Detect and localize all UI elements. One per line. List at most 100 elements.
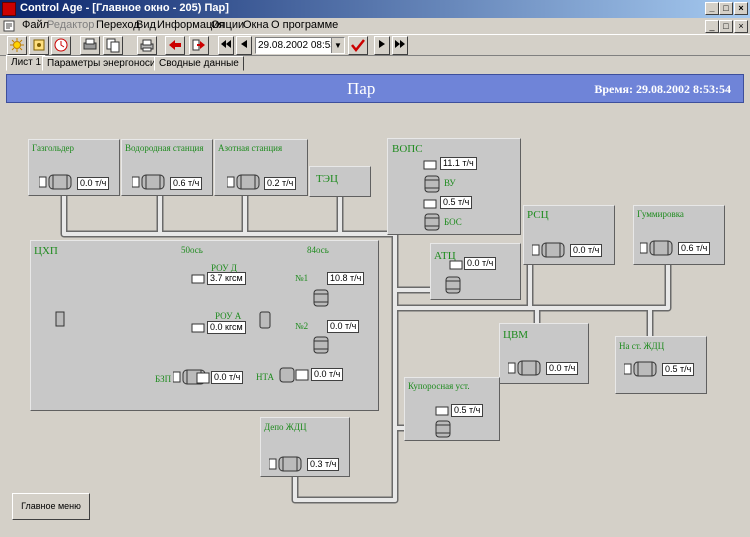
label-nta: НТА: [256, 372, 275, 382]
menu-about[interactable]: О программе: [271, 19, 339, 31]
menu-view[interactable]: Вид: [136, 19, 156, 31]
valve-icon: [507, 360, 544, 379]
panel-azot[interactable]: Азотная станция 0.2 т/ч: [214, 139, 308, 196]
panel-depo[interactable]: Депо ЖДЦ 0.3 т/ч: [260, 417, 350, 477]
label-atc: АТЦ: [434, 250, 456, 262]
arrow-left-icon[interactable]: [165, 36, 185, 55]
label-depo: Депо ЖДЦ: [264, 422, 307, 432]
value-azot: 0.2 т/ч: [264, 177, 297, 190]
value-zhdc: 0.5 т/ч: [662, 363, 695, 376]
close-button[interactable]: ×: [734, 2, 748, 15]
mdi-minimize-button[interactable]: _: [705, 20, 719, 33]
mdi-close-button[interactable]: ×: [734, 20, 748, 33]
valve-icon: [424, 211, 440, 236]
valve-icon: [531, 242, 568, 261]
value-rsc: 0.0 т/ч: [570, 244, 603, 257]
meter-icon: [196, 372, 210, 387]
panel-tec[interactable]: ТЭЦ: [309, 166, 371, 197]
minimize-button[interactable]: _: [705, 2, 719, 15]
printer-icon[interactable]: [137, 36, 157, 55]
prev-icon[interactable]: [236, 36, 252, 55]
main-menu-button[interactable]: Главное меню: [12, 493, 90, 520]
menu-windows[interactable]: Окна: [243, 19, 269, 31]
label-cvm: ЦВМ: [503, 329, 529, 341]
clock-icon[interactable]: [51, 36, 71, 55]
label-vodorod: Водородная станция: [125, 143, 204, 153]
sun-icon[interactable]: [7, 36, 27, 55]
meter-icon: [191, 323, 205, 336]
valve-icon: [38, 174, 75, 193]
gear-icon[interactable]: [29, 36, 49, 55]
panel-vodorod[interactable]: Водородная станция 0.6 т/ч: [121, 139, 213, 196]
label-rou-d: РОУ Д: [211, 263, 237, 273]
menu-options[interactable]: Опции: [211, 19, 245, 31]
label-kupor: Купоросная уст.: [408, 381, 470, 391]
menu-bar: Файл Редактор Переход Вид Информация Опц…: [0, 18, 750, 34]
check-icon[interactable]: [348, 36, 368, 55]
panel-gumm[interactable]: Гуммировка 0.6 т/ч: [633, 205, 725, 265]
dropdown-icon[interactable]: ▼: [331, 38, 344, 53]
label-tec: ТЭЦ: [316, 173, 338, 185]
value-nta: 0.0 т/ч: [311, 368, 344, 381]
panel-vops[interactable]: ВОПС 11.1 т/ч ВУ 0.5 т/ч БОС: [387, 138, 521, 235]
last-icon[interactable]: [392, 36, 408, 55]
value-n2: 0.0 т/ч: [327, 320, 360, 333]
label-azot: Азотная станция: [218, 143, 283, 153]
label-50os: 50ось: [181, 245, 203, 255]
value-vu: 11.1 т/ч: [440, 157, 477, 170]
meter-icon: [449, 260, 463, 273]
panel-chp[interactable]: ЦХП 50ось 84ось РОУ Д 3.7 кгсм №1 10.8 т…: [30, 240, 379, 411]
label-bos: БОС: [444, 217, 462, 227]
label-zhdc: На ст. ЖДЦ: [619, 341, 665, 351]
panel-atc[interactable]: АТЦ 0.0 т/ч: [430, 243, 521, 300]
value-rou-d: 3.7 кгсм: [207, 272, 246, 285]
value-bzp: 0.0 т/ч: [211, 371, 244, 384]
value-cvm: 0.0 т/ч: [546, 362, 579, 375]
app-icon: [2, 2, 16, 16]
datetime-field[interactable]: 29.08.2002 08:53 ▼: [255, 37, 345, 54]
value-gumm: 0.6 т/ч: [678, 242, 711, 255]
next-icon[interactable]: [374, 36, 390, 55]
valve-icon: [639, 240, 676, 259]
label-gumm: Гуммировка: [637, 209, 684, 219]
copy-icon[interactable]: [103, 36, 123, 55]
print-preview-icon[interactable]: [80, 36, 100, 55]
value-n1: 10.8 т/ч: [327, 272, 365, 285]
valve-icon: [424, 173, 440, 198]
valve-icon: [313, 334, 329, 359]
label-vops: ВОПС: [392, 143, 423, 155]
label-gazgolder: Газгольдер: [32, 143, 75, 153]
value-atc: 0.0 т/ч: [464, 257, 497, 270]
meter-icon: [435, 406, 449, 419]
panel-zhdc[interactable]: На ст. ЖДЦ 0.5 т/ч: [615, 336, 707, 394]
valve-icon: [259, 311, 271, 332]
end-cap-icon: [55, 311, 65, 330]
mdi-maximize-button[interactable]: □: [719, 20, 733, 33]
tab-strip: Лист 1 Параметры энергоносителя Сводные …: [0, 55, 750, 71]
arrow-right-icon[interactable]: [189, 36, 209, 55]
time-label: Время: 29.08.2002 8:53:54: [594, 82, 731, 96]
maximize-button[interactable]: □: [719, 2, 733, 15]
menu-file[interactable]: Файл: [22, 19, 50, 31]
panel-kupor[interactable]: Купоросная уст. 0.5 т/ч: [404, 377, 500, 441]
menu-info[interactable]: Информация: [157, 19, 225, 31]
page-title: Пар: [347, 79, 376, 98]
valve-icon: [226, 174, 263, 193]
first-icon[interactable]: [218, 36, 234, 55]
label-rsc: РСЦ: [527, 209, 549, 221]
label-rou-a: РОУ А: [215, 311, 242, 321]
panel-cvm[interactable]: ЦВМ 0.0 т/ч: [499, 323, 589, 384]
page-header: Пар Время: 29.08.2002 8:53:54: [6, 74, 744, 103]
label-n1: №1: [295, 273, 309, 283]
tab-summary[interactable]: Сводные данные: [154, 56, 244, 71]
meter-icon: [295, 369, 309, 384]
doc-icon[interactable]: [3, 20, 17, 32]
menu-goto[interactable]: Переход: [96, 19, 140, 31]
panel-gazgolder[interactable]: Газгольдер 0.0 т/ч: [28, 139, 120, 196]
title-bar: Control Age - [Главное окно - 205) Пар] …: [0, 0, 750, 18]
panel-rsc[interactable]: РСЦ 0.0 т/ч: [523, 205, 615, 265]
value-depo: 0.3 т/ч: [307, 458, 340, 471]
valve-icon: [313, 287, 329, 312]
valve-icon: [623, 361, 660, 380]
menu-editor: Редактор: [47, 19, 95, 31]
